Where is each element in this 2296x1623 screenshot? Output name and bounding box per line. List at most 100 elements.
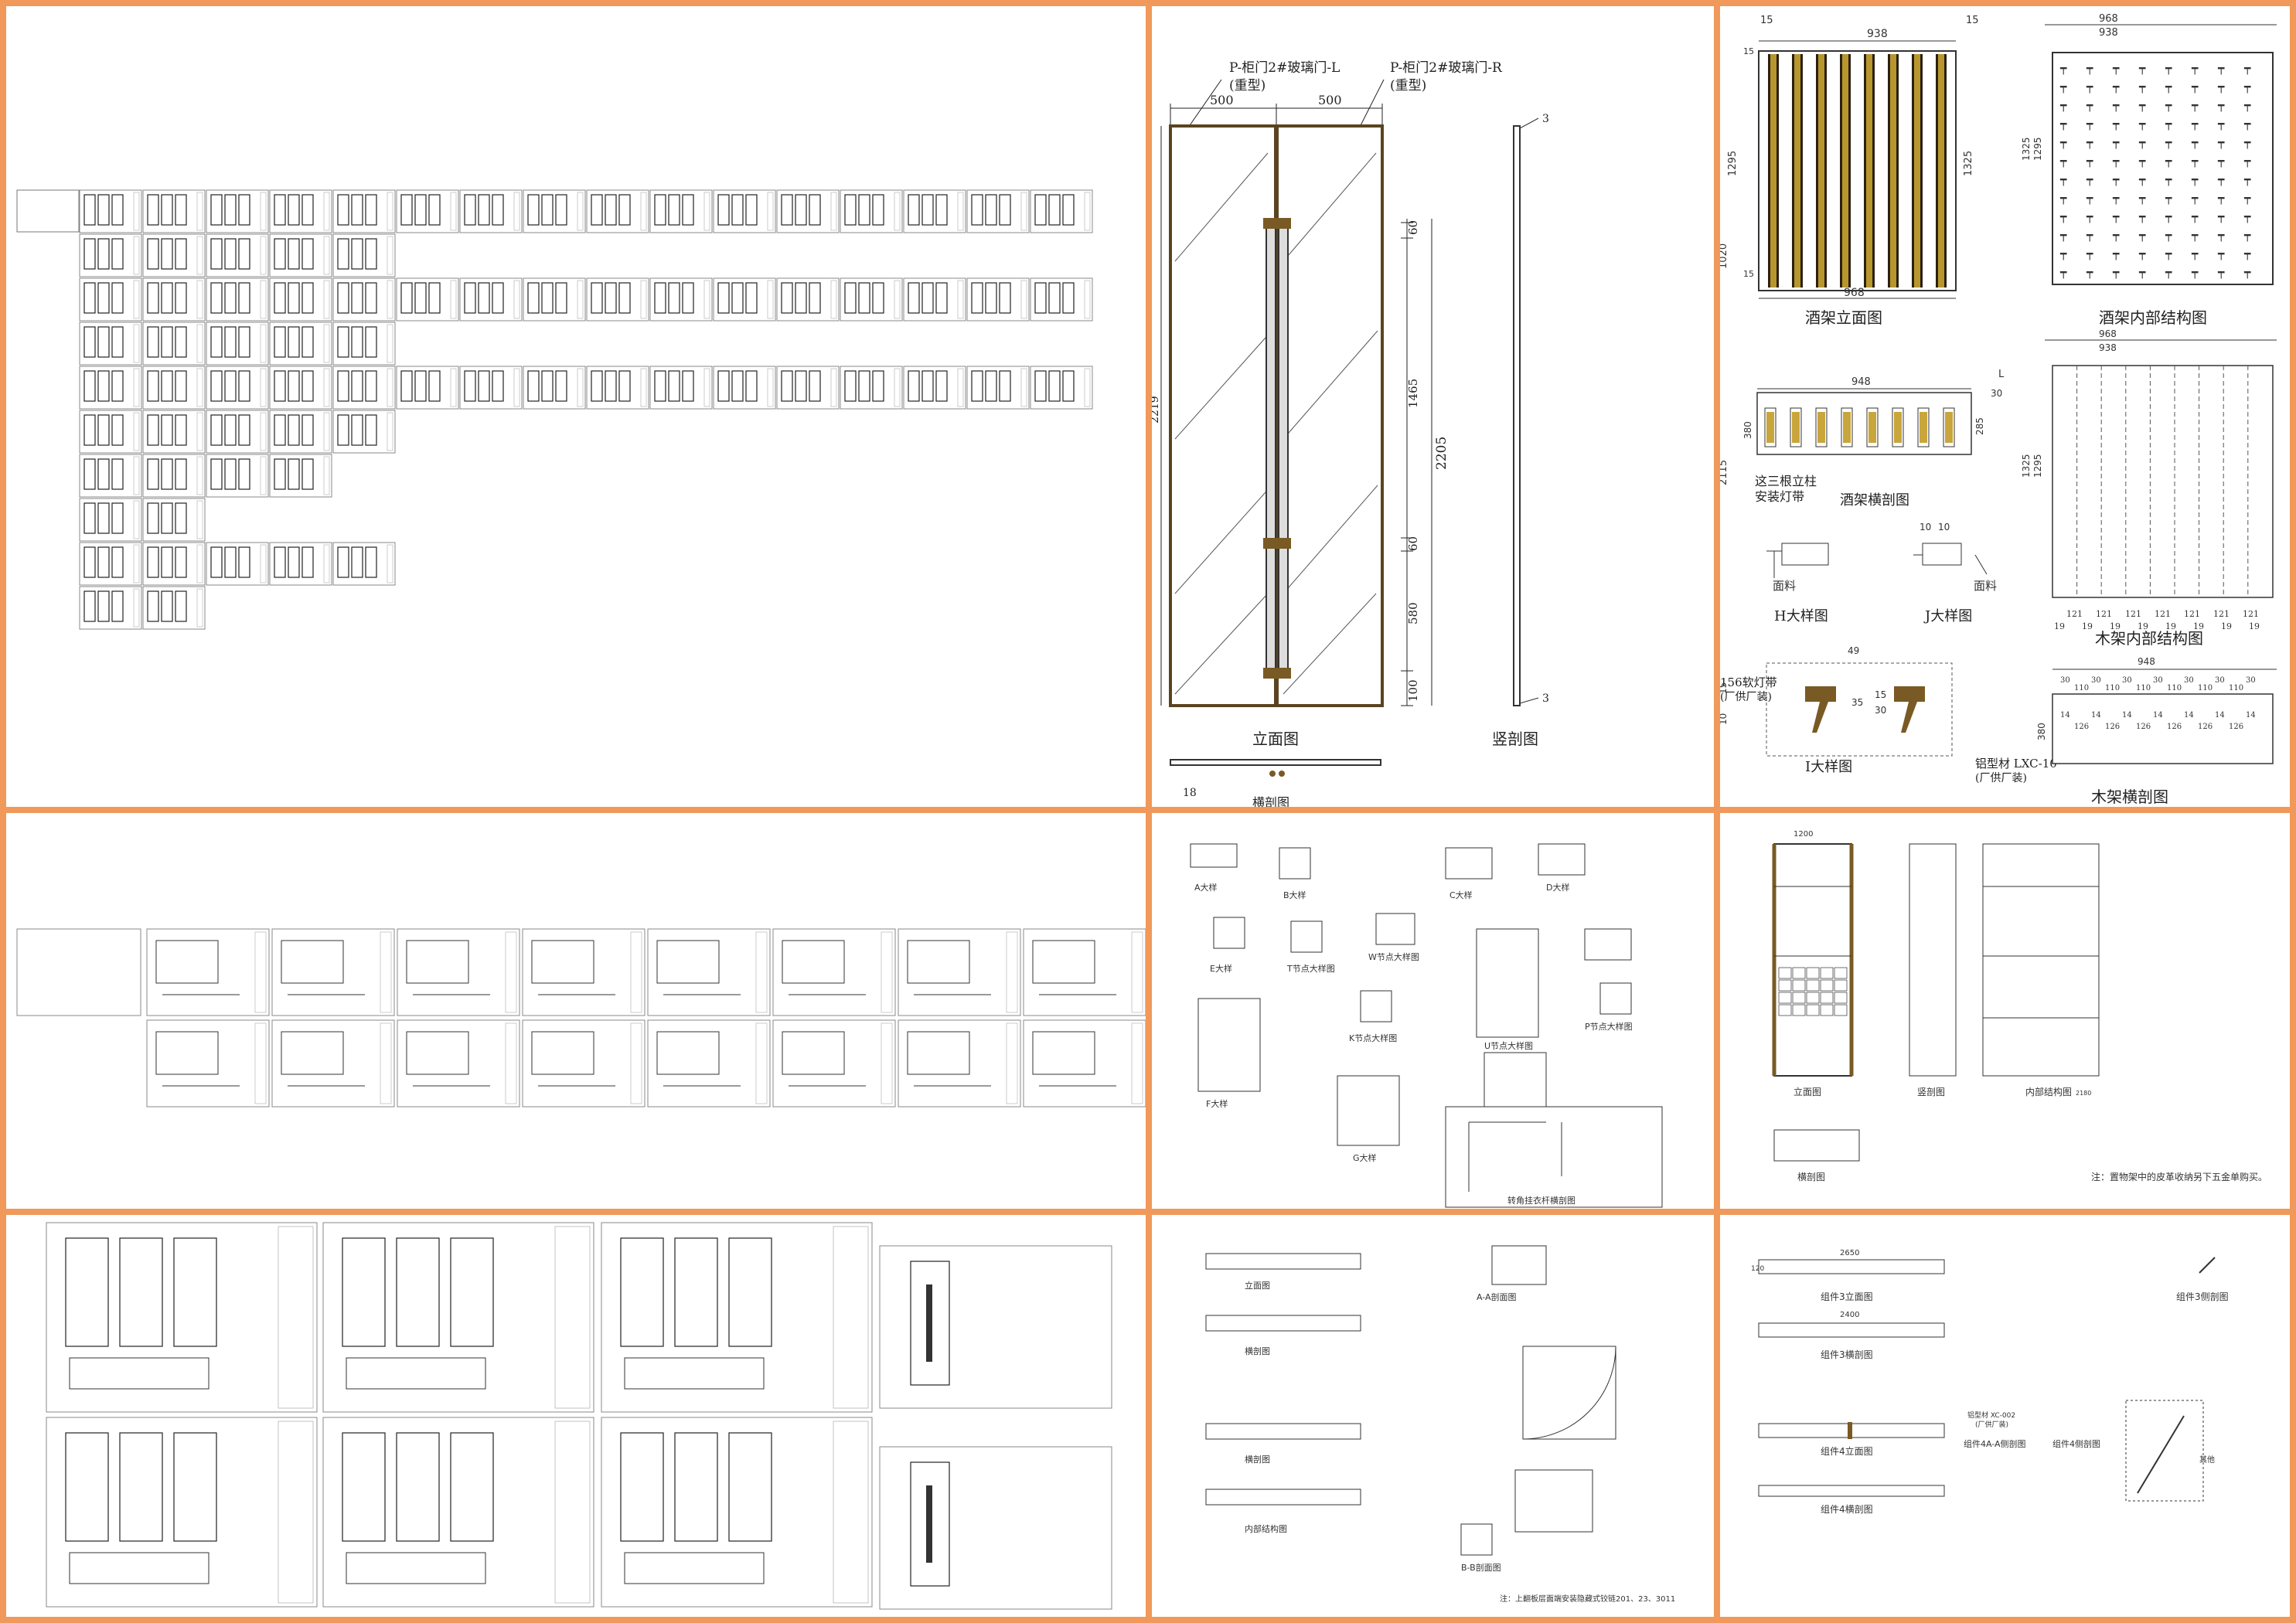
svg-text:┯: ┯ (2191, 81, 2199, 94)
wood-dim-110: 110 (2136, 684, 2151, 692)
detail-A: A大样 (1194, 882, 1218, 893)
dim-2205: 2205 (1434, 437, 1449, 470)
drawing-sheet (601, 1417, 873, 1608)
cross-side-L: L (1998, 369, 2005, 380)
svg-text:┯: ┯ (2165, 267, 2172, 279)
svg-text:┯: ┯ (2165, 118, 2172, 131)
sheet-thumbnail (966, 366, 1030, 410)
svg-text:┯: ┯ (2086, 155, 2093, 168)
cabinet-note: 注：置物架中的皮革收纳另下五金单购买。 (2091, 1171, 2267, 1182)
sheet-thumbnail (396, 277, 459, 322)
sheet-thumbnail (142, 542, 206, 586)
sheet-thumbnail (206, 410, 269, 454)
wood-cross-section (2052, 693, 2274, 764)
svg-text:┯: ┯ (2243, 192, 2251, 205)
sheet-thumbnail (397, 1019, 520, 1108)
wood-dim-30: 30 (2091, 676, 2101, 685)
J-dim-10-a: 10 (1920, 522, 1931, 532)
parts-drawing-2: 2650 120 组件3立面图 组件3侧剖图 2400 组件3横剖图 组件4立面… (1751, 1249, 2229, 1515)
svg-text:┯: ┯ (2059, 81, 2067, 94)
part3-elev-title: 组件3立面图 (1821, 1291, 1873, 1302)
sheet-thumbnail (79, 322, 142, 366)
right-door-leaf (1276, 124, 1384, 707)
svg-text:┯: ┯ (2059, 248, 2067, 260)
svg-text:┯: ┯ (2112, 192, 2120, 205)
parts2-dim-2650: 2650 (1840, 1249, 1859, 1257)
rack-dim-938-top: 938 (1867, 28, 1888, 40)
node-details-drawing: A大样 B大样 C大样 D大样 E大样 T节点大样图 W节点大样图 K节点大样图… (1190, 843, 1663, 1208)
rack-inner-title: 酒架内部结构图 (2099, 308, 2207, 327)
sheet-thumbnail (79, 233, 142, 277)
sheet-thumbnail (903, 189, 966, 233)
svg-text:┯: ┯ (2165, 248, 2172, 260)
node-P: P节点大样图 (1585, 1021, 1633, 1032)
wood-dim-30: 30 (2246, 676, 2256, 685)
led-strip-label: 156软灯带 (1720, 675, 1777, 689)
drawing-sheet (46, 1222, 318, 1413)
wood-dim-126: 126 (2198, 723, 2213, 731)
wood-dim-126: 126 (2167, 723, 2182, 731)
cabinet-inner-title: 内部结构图 (2025, 1086, 2072, 1097)
part4-plan-title: 组件4横剖图 (1821, 1504, 1873, 1515)
svg-text:┯: ┯ (2086, 137, 2093, 149)
sheet-thumbnail (332, 322, 396, 366)
sheet-thumbnail (903, 366, 966, 410)
svg-text:┯: ┯ (2165, 192, 2172, 205)
svg-text:┯: ┯ (2086, 267, 2093, 279)
sheet-thumbnail (898, 1019, 1021, 1108)
sheet-thumbnail (776, 277, 840, 322)
cabinet-plan (1773, 1129, 1860, 1162)
dim-60-mid: 60 (1406, 536, 1420, 551)
dim-580: 580 (1406, 602, 1420, 624)
rack-cross-title: 酒架横剖图 (1840, 492, 1909, 509)
svg-text:┯: ┯ (2138, 192, 2146, 205)
section-title: 竖剖图 (1492, 730, 1538, 748)
sheet-thumbnail (142, 498, 206, 542)
svg-text:┯: ┯ (2191, 63, 2199, 75)
wood-dim-19: 19 (2165, 621, 2176, 631)
sheet-thumbnail (523, 189, 586, 233)
right-door-label: P-柜门2#玻璃门-R (1390, 60, 1503, 76)
svg-text:┯: ┯ (2059, 118, 2067, 131)
sheet-thumbnail (269, 410, 332, 454)
dim-15-d: 15 (1720, 682, 1729, 694)
wood-dim-968: 968 (2099, 328, 2117, 339)
svg-text:┯: ┯ (2112, 174, 2120, 186)
svg-text:┯: ┯ (2191, 211, 2199, 223)
svg-text:┯: ┯ (2138, 118, 2146, 131)
drawing-sheet (601, 1222, 873, 1413)
notes-sheet-thumb (16, 189, 80, 233)
wood-dim-19: 19 (2138, 621, 2148, 631)
sheet-thumbnail (840, 189, 903, 233)
svg-text:┯: ┯ (2165, 211, 2172, 223)
cabinet-dim-1200: 1200 (1794, 830, 1813, 839)
node-T: T节点大样图 (1286, 963, 1335, 974)
parts1-note: 注：上翻板层面端安装隐藏式铰链201、23、3011 (1500, 1594, 1675, 1604)
wood-dim-30: 30 (2122, 676, 2132, 685)
wood-dim-14: 14 (2060, 711, 2070, 720)
wood-dim-19: 19 (2249, 621, 2260, 631)
part4-elev-title: 组件4立面图 (1821, 1445, 1873, 1457)
sheet-thumbnail (142, 410, 206, 454)
svg-text:┯: ┯ (2243, 100, 2251, 112)
svg-text:┯: ┯ (2217, 137, 2225, 149)
cross-dim-380: 380 (1742, 421, 1753, 439)
svg-text:┯: ┯ (2243, 267, 2251, 279)
svg-text:┯: ┯ (2112, 118, 2120, 131)
svg-text:┯: ┯ (2191, 230, 2199, 242)
sheet-thumbnail (269, 322, 332, 366)
sheet-thumbnail (647, 928, 771, 1016)
parts1-bb: B-B剖面图 (1461, 1562, 1501, 1573)
sheet-thumbnail (206, 189, 269, 233)
detail-B: B大样 (1283, 890, 1306, 900)
sheet-thumbnail (647, 1019, 771, 1108)
drawing-sheet (46, 1417, 318, 1608)
svg-text:┯: ┯ (2138, 155, 2146, 168)
svg-text:┯: ┯ (2086, 100, 2093, 112)
svg-text:┯: ┯ (2112, 211, 2120, 223)
sheet-thumbnail (332, 410, 396, 454)
wood-dim-126: 126 (2229, 723, 2243, 731)
node-W: W节点大样图 (1368, 951, 1419, 962)
wood-dim-110: 110 (2074, 684, 2089, 692)
svg-text:┯: ┯ (2138, 174, 2146, 186)
